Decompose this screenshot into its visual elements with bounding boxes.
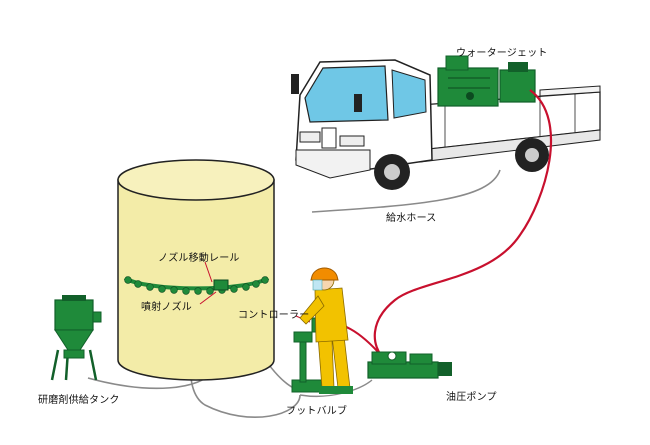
label-water-jet: ウォータージェット — [456, 48, 548, 59]
water-jet-unit — [437, 55, 536, 107]
helmet — [310, 267, 339, 281]
supply-hose — [311, 169, 501, 213]
abrasive-supply-tank — [50, 295, 102, 381]
label-hydraulic-pump: 油圧ポンプ — [446, 392, 497, 403]
truck — [291, 55, 601, 190]
cylindrical-tank — [117, 159, 275, 381]
high-pressure-hose — [373, 89, 553, 361]
label-abrasive-tank: 研磨剤供給タンク — [38, 395, 120, 406]
label-foot-valve: フットバルブ — [286, 406, 348, 417]
nozzle-rail — [123, 276, 270, 295]
rear-wheel — [515, 138, 549, 172]
windshield — [304, 65, 389, 123]
jet-nozzle — [213, 279, 229, 291]
label-jet-nozzle: 噴射ノズル — [141, 302, 192, 313]
hydraulic-pump — [367, 351, 452, 379]
label-supply-hose: 給水ホース — [386, 213, 437, 224]
front-wheel — [374, 154, 410, 190]
label-nozzle-rail: ノズル移動レール — [158, 253, 240, 264]
label-controller: コントローラー — [238, 310, 310, 321]
worker — [299, 267, 353, 394]
